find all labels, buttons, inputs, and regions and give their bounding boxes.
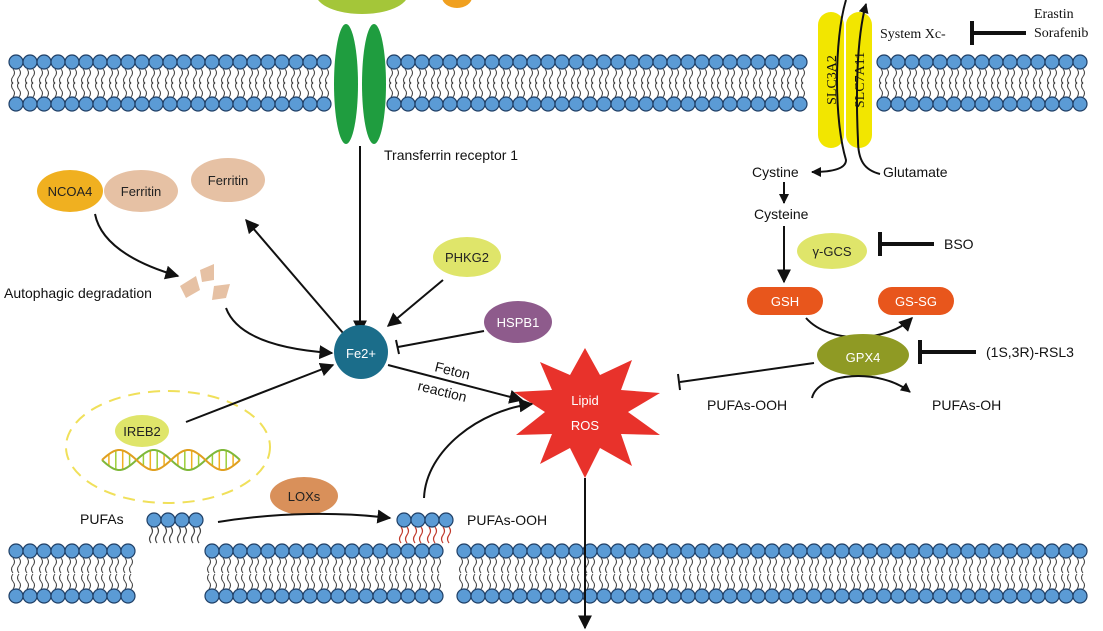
hspb1-label: HSPB1 (497, 315, 540, 330)
ireb2-node (115, 415, 169, 447)
ncoa4-node (37, 170, 103, 212)
pufas-ooh-to-oh-arrow (811, 375, 911, 399)
gsh-node (747, 287, 823, 315)
hspb1-inhibits-fe2-bar (395, 339, 400, 355)
transferrin-receptor (334, 24, 386, 144)
gamma-gcs-node (797, 233, 867, 269)
pufas-label: PUFAs (80, 511, 124, 527)
ireb2-label: IREB2 (123, 424, 161, 439)
pufas-lipid-icon (146, 512, 204, 544)
pufas-ooh-lipid-icon (396, 512, 454, 544)
gpx4-inhibits-lipid-ros-bar (677, 373, 681, 391)
orange-top-node (442, 0, 472, 8)
sorafenib-label: Sorafenib (1034, 26, 1088, 41)
ireb2-dashed-boundary (65, 390, 271, 504)
slc7a11-label: SLC7A11 (853, 52, 868, 108)
top-cell-membrane (8, 54, 1088, 112)
system-xc-label: System Xc- (880, 27, 946, 42)
pufas-ooh-bottom-label: PUFAs-OOH (467, 512, 547, 528)
autophagic-degradation-label: Autophagic degradation (4, 285, 152, 301)
lipid-ros-label-2: ROS (571, 418, 600, 433)
fe2-to-ferritin-arrow (245, 218, 344, 334)
bottom-cell-membrane (8, 543, 1088, 604)
ferritin-1-label: Ferritin (121, 184, 161, 199)
cystine-label: Cystine (752, 164, 799, 180)
loxs-label: LOXs (288, 489, 321, 504)
ireb2-to-fe2-arrow (185, 363, 335, 423)
gpx4-label: GPX4 (846, 350, 881, 365)
ferritin-2-node (191, 158, 265, 202)
gpx4-node (817, 334, 909, 376)
ferritin-2-label: Ferritin (208, 173, 248, 188)
hspb1-node (484, 301, 552, 343)
erastin-label: Erastin (1034, 7, 1074, 22)
gpx4-inhibits-lipid-ros-line (679, 362, 815, 383)
transferrin-receptor-label: Transferrin receptor 1 (384, 147, 518, 163)
lipid-ros-burst (514, 348, 660, 478)
ferritin-1-node (104, 170, 178, 212)
feton-reaction-arrow (387, 364, 524, 404)
rsl3-label: (1S,3R)-RSL3 (986, 344, 1074, 360)
cysteine-label: Cysteine (754, 206, 809, 222)
pufas-ooh-right-label: PUFAs-OOH (707, 397, 787, 413)
pufas-oxidation-arrow (217, 509, 392, 524)
transferrin-top-node (318, 0, 406, 14)
glutamate-export-arrow (855, 3, 881, 175)
gamma-gcs-label: γ-GCS (813, 244, 852, 259)
loxs-node (270, 477, 338, 515)
pufas-oh-label: PUFAs-OH (932, 397, 1001, 413)
fe2-node (334, 325, 388, 379)
feton-label-2: reaction (416, 377, 468, 405)
phkg2-node (433, 237, 501, 277)
lipid-ros-label-1: Lipid (571, 393, 598, 408)
dna-helix-icon (101, 449, 241, 471)
autophagy-fragments-icon (180, 264, 230, 300)
pufas-ooh-to-lipid-ros-arrow (423, 398, 534, 499)
phkg2-to-fe2-arrow (386, 279, 444, 327)
gsh-label: GSH (771, 294, 799, 309)
ncoa4-to-degradation-arrow (94, 213, 180, 280)
fe2-label: Fe2+ (346, 346, 376, 361)
cystine-import-arrow (811, 0, 848, 177)
gs-sg-node (878, 287, 954, 315)
ncoa4-label: NCOA4 (48, 184, 93, 199)
hspb1-inhibits-fe2-line (397, 330, 485, 348)
phkg2-label: PHKG2 (445, 250, 489, 265)
gs-sg-label: GS-SG (895, 294, 937, 309)
bso-label: BSO (944, 236, 974, 252)
glutamate-label: Glutamate (883, 164, 948, 180)
degradation-to-fe2-arrow (225, 307, 334, 360)
